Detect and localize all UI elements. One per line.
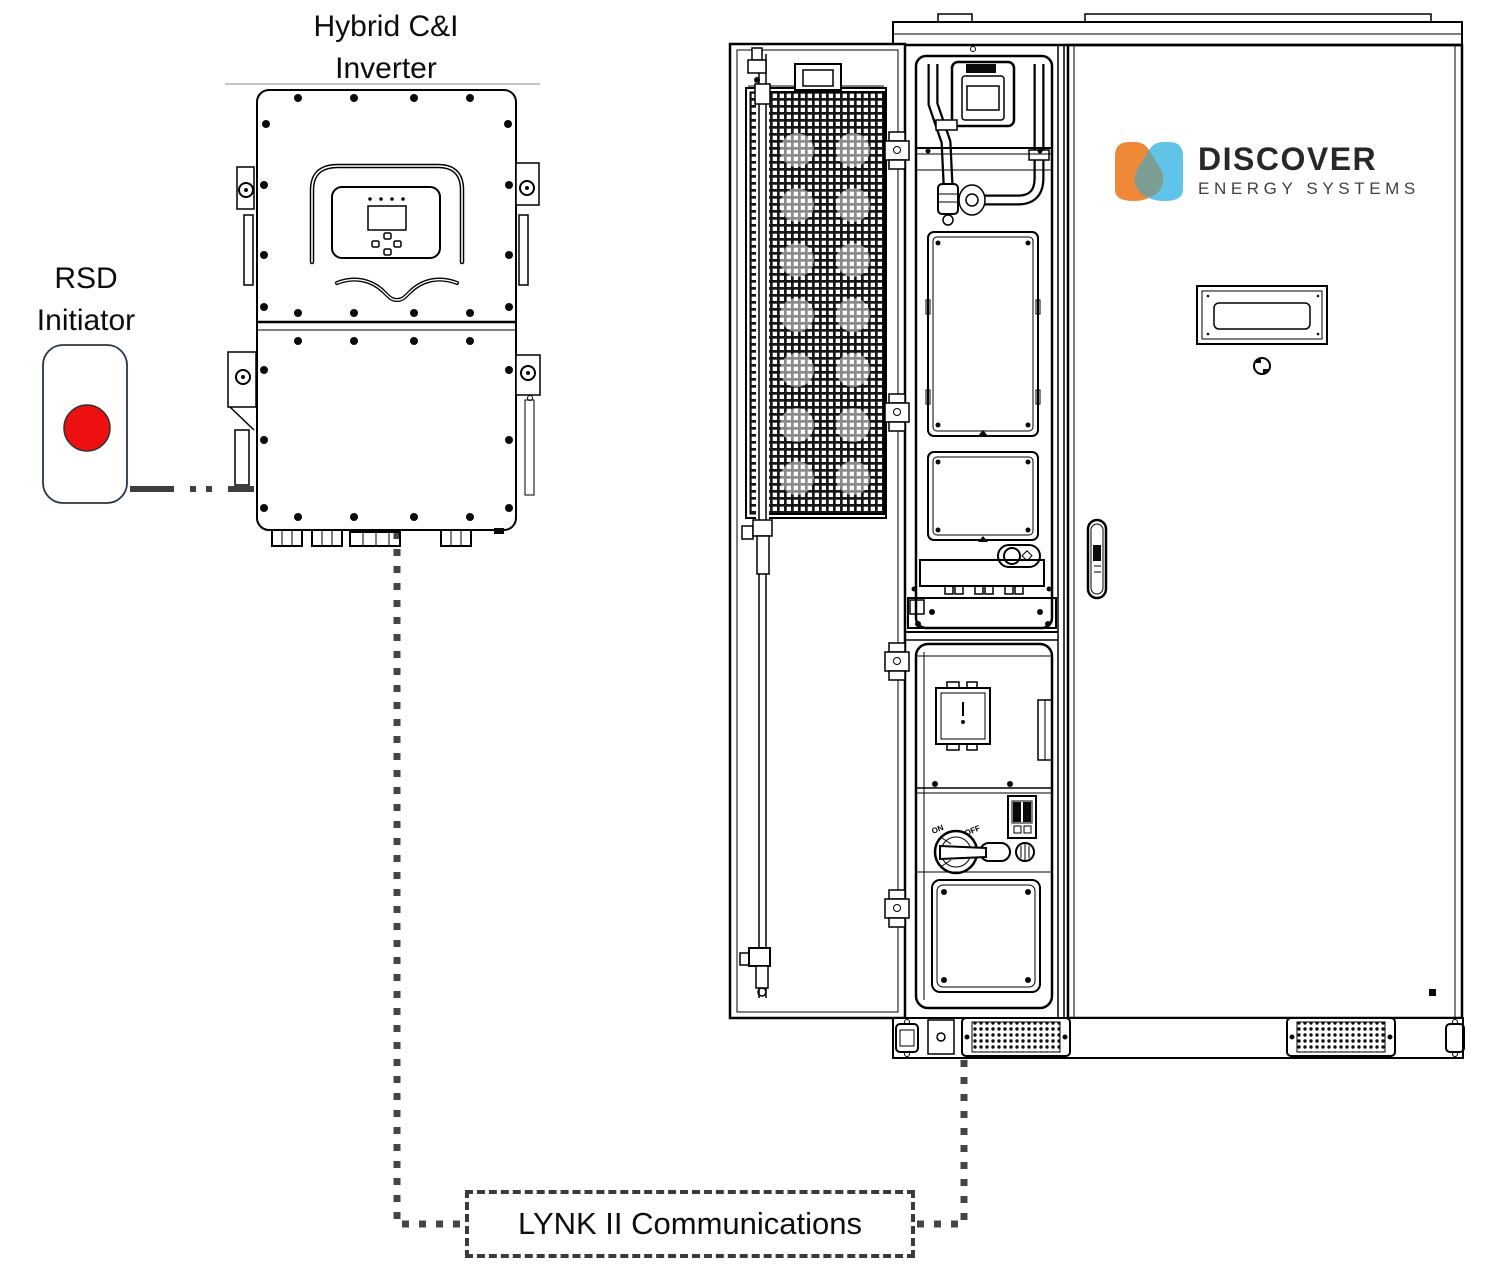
inverter-comms-dotted-line bbox=[393, 532, 463, 1228]
bottom-connectors bbox=[271, 528, 504, 547]
display-buttons bbox=[371, 232, 402, 256]
display-housing bbox=[331, 186, 441, 259]
base-connector-left bbox=[895, 1019, 919, 1057]
switch-off-label: OFF bbox=[963, 823, 981, 837]
door-lock bbox=[1253, 357, 1271, 375]
disconnect-switch: ON OFF bbox=[930, 823, 1011, 875]
door-bottom-screw bbox=[1429, 989, 1436, 996]
base-plate bbox=[927, 1019, 955, 1055]
top-cooling-unit bbox=[950, 60, 1016, 128]
cabinet-drawing: ON OFF bbox=[728, 13, 1465, 1059]
door-plaque bbox=[1196, 285, 1328, 345]
connection-lines bbox=[130, 486, 968, 1228]
bottom-access-panel bbox=[916, 871, 1052, 993]
lower-module-panel bbox=[927, 451, 1039, 542]
lower-bay-frame bbox=[914, 642, 1054, 1010]
logo-overlap-shape bbox=[1134, 150, 1164, 197]
logo-title: DISCOVER bbox=[1198, 141, 1378, 177]
round-connector bbox=[1015, 842, 1035, 862]
discover-logo: DISCOVER ENERGY SYSTEMS bbox=[1113, 140, 1420, 204]
inverter-label: Hybrid C&I Inverter bbox=[226, 6, 546, 90]
rsd-initiator-drawing bbox=[42, 344, 128, 504]
inverter-drawing bbox=[225, 83, 541, 547]
cabinet-open-door bbox=[728, 42, 910, 1020]
lynk-communications-label: LYNK II Communications bbox=[518, 1206, 862, 1241]
base-vent-left bbox=[961, 1017, 1071, 1057]
inverter-label-line1: Hybrid C&I bbox=[313, 10, 459, 43]
discover-logo-text: DISCOVER ENERGY SYSTEMS bbox=[1198, 140, 1420, 199]
base-connector-right bbox=[1445, 1019, 1465, 1057]
upper-bay-frame bbox=[914, 54, 1054, 630]
mounting-brackets bbox=[227, 162, 541, 496]
door-stay-rod bbox=[739, 47, 773, 998]
junction-box bbox=[935, 681, 991, 751]
display-panel bbox=[331, 186, 441, 259]
discover-logo-icon bbox=[1115, 142, 1183, 201]
inverter-label-line2: Inverter bbox=[335, 52, 437, 85]
inverter-body bbox=[256, 89, 517, 531]
latch-fitting bbox=[997, 544, 1041, 568]
cabinet-base bbox=[892, 1017, 1465, 1059]
cabinet-comms-dotted-line bbox=[917, 1060, 968, 1228]
footer-plate bbox=[907, 597, 1057, 629]
door-handle bbox=[1086, 518, 1108, 600]
rsd-label-line1: RSD bbox=[54, 262, 118, 295]
rsd-label: RSD Initiator bbox=[0, 258, 172, 342]
door-hinges bbox=[884, 131, 910, 928]
breaker-panel bbox=[1007, 795, 1037, 839]
screw-dots bbox=[260, 94, 513, 521]
rsd-label-line2: Initiator bbox=[36, 304, 136, 337]
lynk-communications-box: LYNK II Communications bbox=[465, 1190, 915, 1258]
terminal-strip bbox=[911, 559, 1052, 595]
fan-circles bbox=[780, 133, 870, 495]
display-bezel-arch bbox=[309, 163, 465, 265]
rsd-red-button bbox=[63, 404, 111, 452]
base-vent-right bbox=[1286, 1017, 1396, 1057]
coolant-pipes bbox=[927, 64, 1050, 226]
lcd-screen bbox=[367, 205, 407, 231]
battery-module-panel bbox=[925, 231, 1041, 437]
door-top-bracket bbox=[794, 63, 842, 91]
logo-subtitle: ENERGY SYSTEMS bbox=[1198, 179, 1420, 198]
wave-accent bbox=[335, 277, 459, 303]
cabinet-lid bbox=[892, 13, 1463, 46]
switch-on-label: ON bbox=[930, 823, 945, 836]
